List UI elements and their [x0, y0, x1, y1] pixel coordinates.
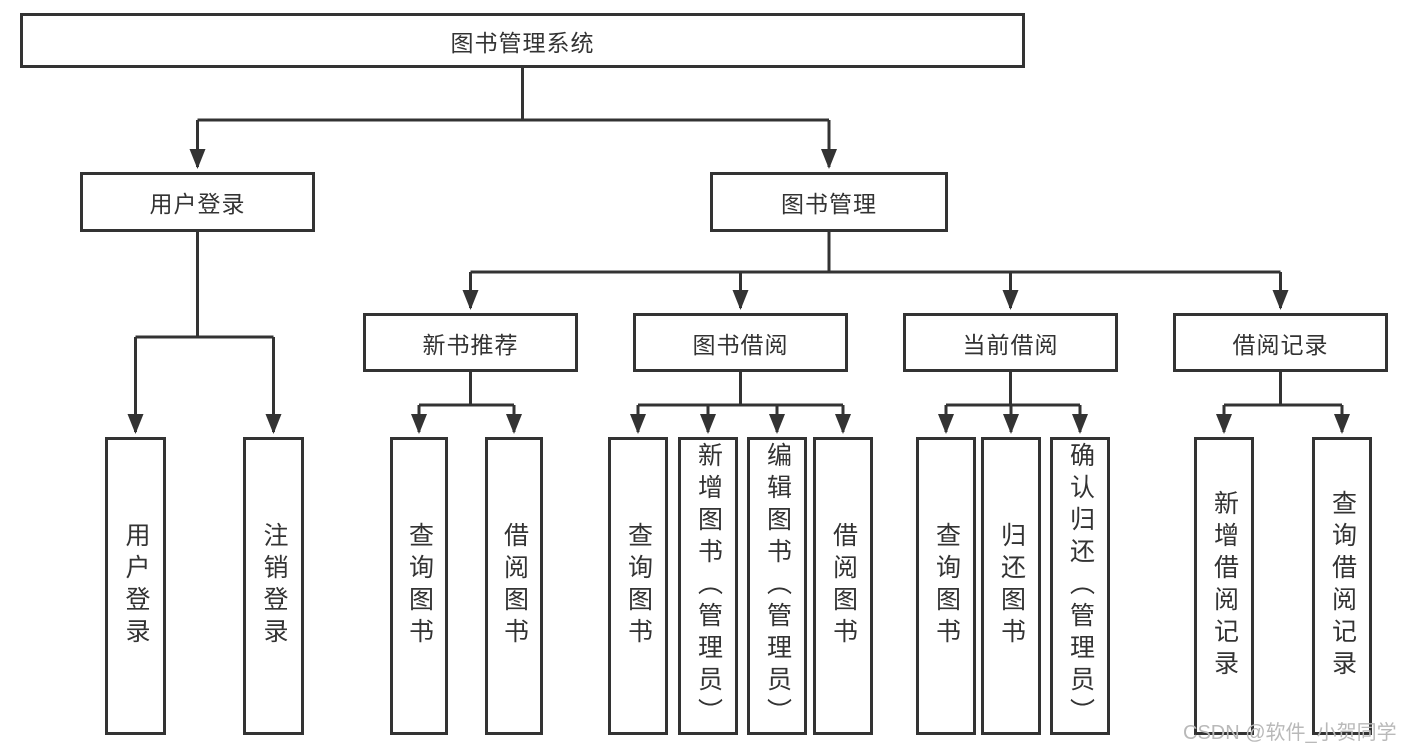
leaf-recommend-query-books-label: 查询图书: [405, 522, 434, 650]
node-new-book-recommend: 新书推荐: [363, 313, 578, 372]
leaf-confirm-return-admin-label: 确认归还（管理员）: [1066, 442, 1095, 730]
leaf-current-query-books: 查询图书: [916, 437, 976, 735]
leaf-recommend-borrow-books: 借阅图书: [485, 437, 543, 735]
connector-login: [135, 232, 274, 339]
connector-records: [1224, 372, 1342, 407]
node-borrow-records: 借阅记录: [1173, 313, 1388, 372]
node-user-login: 用户登录: [80, 172, 315, 232]
leaf-logout-label: 注销登录: [260, 522, 288, 650]
connector-current: [946, 372, 1080, 407]
leaf-edit-books-admin-label: 编辑图书（管理员）: [763, 442, 792, 730]
connector-group: [127, 68, 1350, 434]
leaf-confirm-return-admin: 确认归还（管理员）: [1050, 437, 1110, 735]
leaf-current-query-books-label: 查询图书: [932, 522, 961, 650]
leaf-borrow-query-books-label: 查询图书: [624, 522, 653, 650]
node-library-system-label: 图书管理系统: [450, 29, 595, 56]
node-new-book-recommend-label: 新书推荐: [422, 331, 519, 358]
node-current-borrow: 当前借阅: [903, 313, 1118, 372]
leaf-recommend-query-books: 查询图书: [390, 437, 448, 735]
node-library-system: 图书管理系统: [20, 13, 1025, 68]
connector-root: [197, 68, 829, 122]
leaf-add-borrow-record-label: 新增借阅记录: [1210, 490, 1239, 682]
leaf-borrow-books-label: 借阅图书: [829, 522, 858, 650]
node-borrow-records-label: 借阅记录: [1232, 331, 1329, 358]
node-book-borrow: 图书借阅: [633, 313, 848, 372]
leaf-recommend-borrow-books-label: 借阅图书: [500, 522, 529, 650]
leaf-borrow-books: 借阅图书: [813, 437, 873, 735]
leaf-user-login-label: 用户登录: [122, 522, 150, 650]
leaf-return-books: 归还图书: [981, 437, 1041, 735]
connector-management: [470, 232, 1281, 274]
leaf-query-borrow-record: 查询借阅记录: [1312, 437, 1372, 735]
connector-recommend: [419, 372, 514, 407]
leaf-user-login: 用户登录: [105, 437, 166, 735]
csdn-watermark: CSDN @软件_小贺同学: [1183, 722, 1397, 744]
leaf-query-borrow-record-label: 查询借阅记录: [1328, 490, 1357, 682]
leaf-return-books-label: 归还图书: [997, 522, 1026, 650]
leaf-add-books-admin-label: 新增图书（管理员）: [694, 442, 723, 730]
leaf-edit-books-admin: 编辑图书（管理员）: [747, 437, 807, 735]
leaf-add-books-admin: 新增图书（管理员）: [678, 437, 738, 735]
node-book-management: 图书管理: [710, 172, 948, 232]
leaf-logout: 注销登录: [243, 437, 304, 735]
node-book-management-label: 图书管理: [781, 191, 877, 217]
leaf-add-borrow-record: 新增借阅记录: [1194, 437, 1254, 735]
node-user-login-label: 用户登录: [149, 191, 246, 217]
connector-borrow: [638, 372, 843, 407]
node-current-borrow-label: 当前借阅: [962, 331, 1059, 358]
node-book-borrow-label: 图书借阅: [692, 331, 789, 358]
leaf-borrow-query-books: 查询图书: [608, 437, 668, 735]
